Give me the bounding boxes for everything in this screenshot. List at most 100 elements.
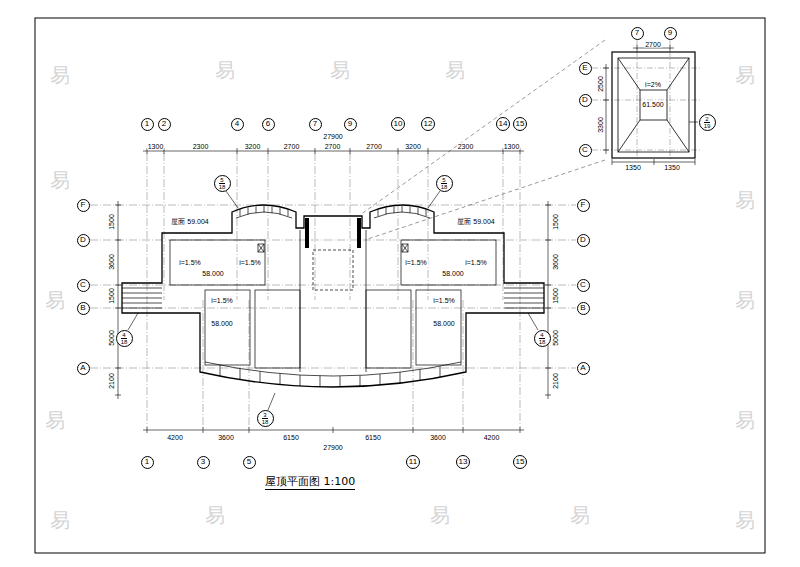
callout-number: 18	[120, 339, 129, 345]
axis-label: 9	[348, 120, 352, 128]
callout-number: 19	[703, 123, 712, 129]
axis-label: 11	[409, 458, 417, 466]
axis-label: C	[580, 281, 586, 289]
slope-text: i=1.5%	[464, 259, 488, 266]
axis-label: 6	[266, 120, 270, 128]
axis-bubble: 6	[262, 118, 275, 131]
axis-label: 13	[459, 458, 468, 466]
watermark: 易	[45, 410, 65, 430]
callout-number: 5	[441, 177, 446, 184]
axis-bubble: A	[577, 362, 590, 375]
watermark: 易	[735, 190, 755, 210]
axis-label: B	[580, 304, 585, 312]
axis-bubble: 1	[141, 456, 154, 469]
axis-label: C	[80, 281, 86, 289]
detail-callout: 518	[436, 175, 453, 192]
dimension-text: 2700	[283, 143, 301, 150]
axis-label: A	[580, 364, 585, 372]
elevation-text: 58.000	[441, 270, 464, 277]
watermark: 易	[570, 505, 590, 525]
watermark: 易	[430, 505, 450, 525]
watermark: 易	[50, 510, 70, 530]
axis-bubble: 7	[309, 118, 322, 131]
elevation-text: 屋面 59.004	[170, 218, 209, 225]
axis-label: D	[80, 236, 86, 244]
elevation-text: 58.000	[432, 320, 455, 327]
axis-bubble: D	[77, 234, 90, 247]
callout-number: 18	[261, 419, 270, 425]
axis-label: F	[581, 201, 586, 209]
axis-bubble: 12	[421, 117, 435, 131]
axis-bubble: 5	[243, 456, 256, 469]
dimension-text: 1300	[147, 143, 165, 150]
watermark: 易	[45, 290, 65, 310]
axis-bubble: C	[577, 279, 590, 292]
axis-bubble: C	[579, 144, 592, 157]
axis-bubble: 15	[513, 117, 527, 131]
dimension-text: 2500	[597, 75, 604, 93]
dimension-text: 4200	[166, 434, 184, 441]
axis-label: 10	[394, 120, 403, 128]
axis-label: 1	[145, 458, 149, 466]
watermark: 易	[445, 60, 465, 80]
callout-number: 3	[262, 412, 267, 419]
callout-number: 2	[704, 116, 709, 123]
axis-label: 9	[668, 29, 672, 37]
axis-label: 12	[424, 120, 433, 128]
drawing-title: 屋顶平面图 1:100	[265, 475, 355, 490]
axis-bubble: A	[77, 362, 90, 375]
dimension-text: 2700	[644, 41, 662, 48]
watermark: 易	[215, 60, 235, 80]
watermark: 易	[735, 290, 755, 310]
axis-label: B	[80, 304, 85, 312]
elevation-text: 屋面 59.004	[456, 218, 495, 225]
callout-number: 5	[219, 177, 224, 184]
dimension-text: 3600	[552, 253, 559, 271]
slope-text: i=1.5%	[178, 259, 202, 266]
axis-label: 15	[516, 120, 525, 128]
axis-bubble: 15	[513, 455, 527, 469]
axis-bubble: 9	[664, 27, 677, 40]
dimension-text: 2700	[365, 143, 383, 150]
axis-bubble: F	[577, 199, 590, 212]
detail-callout: 219	[699, 114, 716, 131]
detail-callout: 318	[257, 410, 274, 427]
dimension-text: 1500	[552, 213, 559, 231]
elevation-text: 58.000	[210, 320, 233, 327]
axis-label: 5	[247, 458, 251, 466]
dimension-text: 5000	[552, 329, 559, 347]
dimension-text: 1300	[503, 143, 521, 150]
axis-bubble: D	[579, 94, 592, 107]
axis-bubble: B	[77, 302, 90, 315]
axis-bubble: E	[579, 62, 592, 75]
axis-label: D	[582, 96, 588, 104]
axis-label: 2	[162, 120, 166, 128]
dimension-text: 2100	[108, 372, 115, 390]
dimension-text: 6150	[364, 434, 382, 441]
axis-label: 3	[201, 458, 205, 466]
dimension-text: 3200	[404, 143, 422, 150]
callout-number: 18	[218, 184, 227, 190]
watermark: 易	[735, 410, 755, 430]
dimension-text: 4200	[483, 434, 501, 441]
dimension-text: 3600	[429, 434, 447, 441]
watermark: 易	[330, 60, 350, 80]
slope-text: i=1.5%	[432, 297, 456, 304]
axis-bubble: 14	[496, 117, 510, 131]
dimension-text: 3600	[108, 253, 115, 271]
axis-bubble: 13	[456, 455, 470, 469]
elevation-text: 58.000	[201, 270, 224, 277]
dimension-text: 1500	[108, 213, 115, 231]
callout-number: 18	[440, 184, 449, 190]
axis-bubble: D	[577, 234, 590, 247]
callout-number: 4	[121, 332, 126, 339]
callout-number: 4	[539, 332, 544, 339]
watermark: 易	[205, 505, 225, 525]
axis-label: 4	[235, 120, 239, 128]
dimension-text: 3300	[597, 116, 604, 134]
detail-callout: 518	[214, 175, 231, 192]
axis-bubble: C	[77, 279, 90, 292]
dimension-text: 2300	[192, 143, 210, 150]
slope-text: i=1.5%	[404, 259, 428, 266]
